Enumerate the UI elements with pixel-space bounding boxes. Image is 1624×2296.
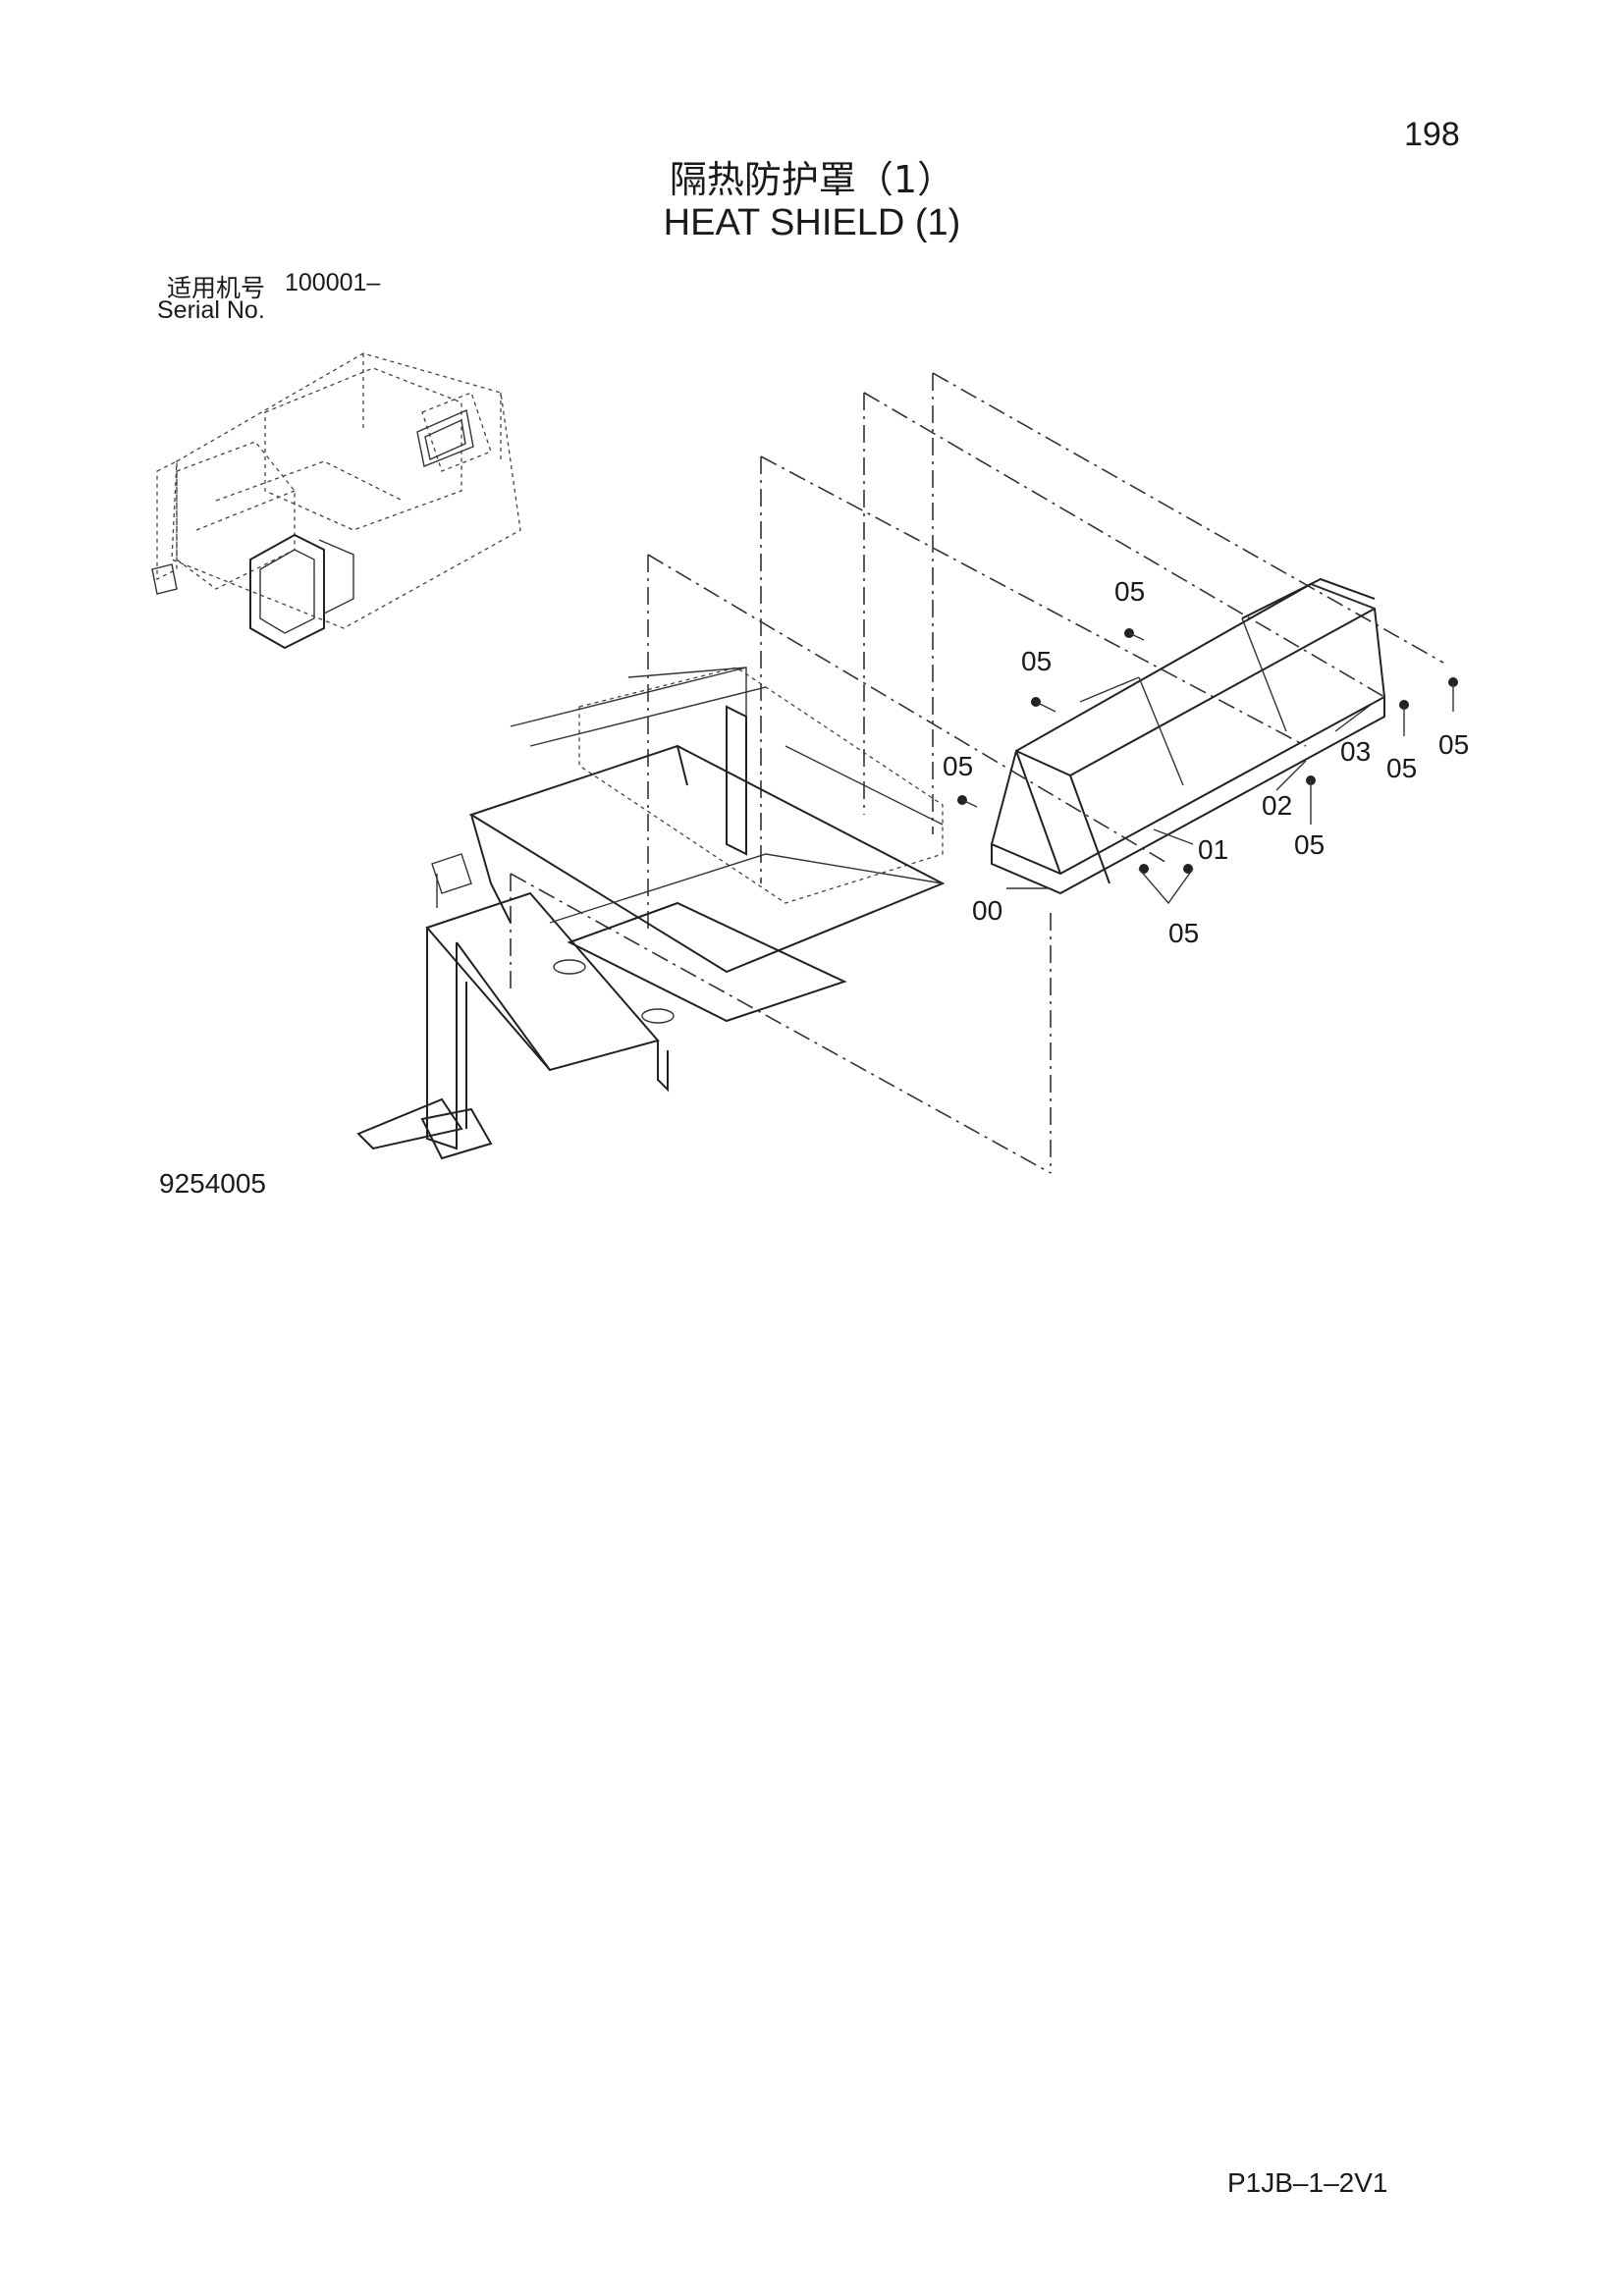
callout-05: 05 xyxy=(1168,918,1199,948)
bolt-markers xyxy=(957,628,1458,874)
callout-05: 05 xyxy=(1294,829,1325,860)
drawing-id: 9254005 xyxy=(159,1168,267,1199)
callout-05: 05 xyxy=(1438,729,1469,760)
serial-label-english: Serial No. xyxy=(157,296,265,324)
page-title-chinese: 隔热防护罩（1） xyxy=(669,158,955,201)
callout-03: 03 xyxy=(1340,736,1371,767)
callout-01: 01 xyxy=(1198,834,1228,865)
document-code: P1JB–1–2V1 xyxy=(1227,2167,1388,2198)
alignment-lines xyxy=(510,372,1444,1174)
callout-02: 02 xyxy=(1262,790,1292,821)
base-frame xyxy=(356,667,946,1160)
heat-shield-assembly xyxy=(990,577,1386,895)
serial-number-value: 100001– xyxy=(285,269,381,296)
serial-label-chinese: 适用机号 xyxy=(167,274,266,302)
callout-labels: 05 05 05 05 05 05 05 03 02 01 00 xyxy=(943,576,1469,948)
page-title-english: HEAT SHIELD (1) xyxy=(663,202,961,243)
page-number: 198 xyxy=(1404,116,1460,153)
callout-00: 00 xyxy=(972,895,1002,926)
machine-overview-illustration xyxy=(151,352,521,650)
leader-lines xyxy=(1006,701,1376,905)
callout-05: 05 xyxy=(1114,576,1145,607)
callout-05: 05 xyxy=(1386,753,1417,783)
callout-05: 05 xyxy=(1021,646,1052,676)
callout-05: 05 xyxy=(943,751,973,781)
